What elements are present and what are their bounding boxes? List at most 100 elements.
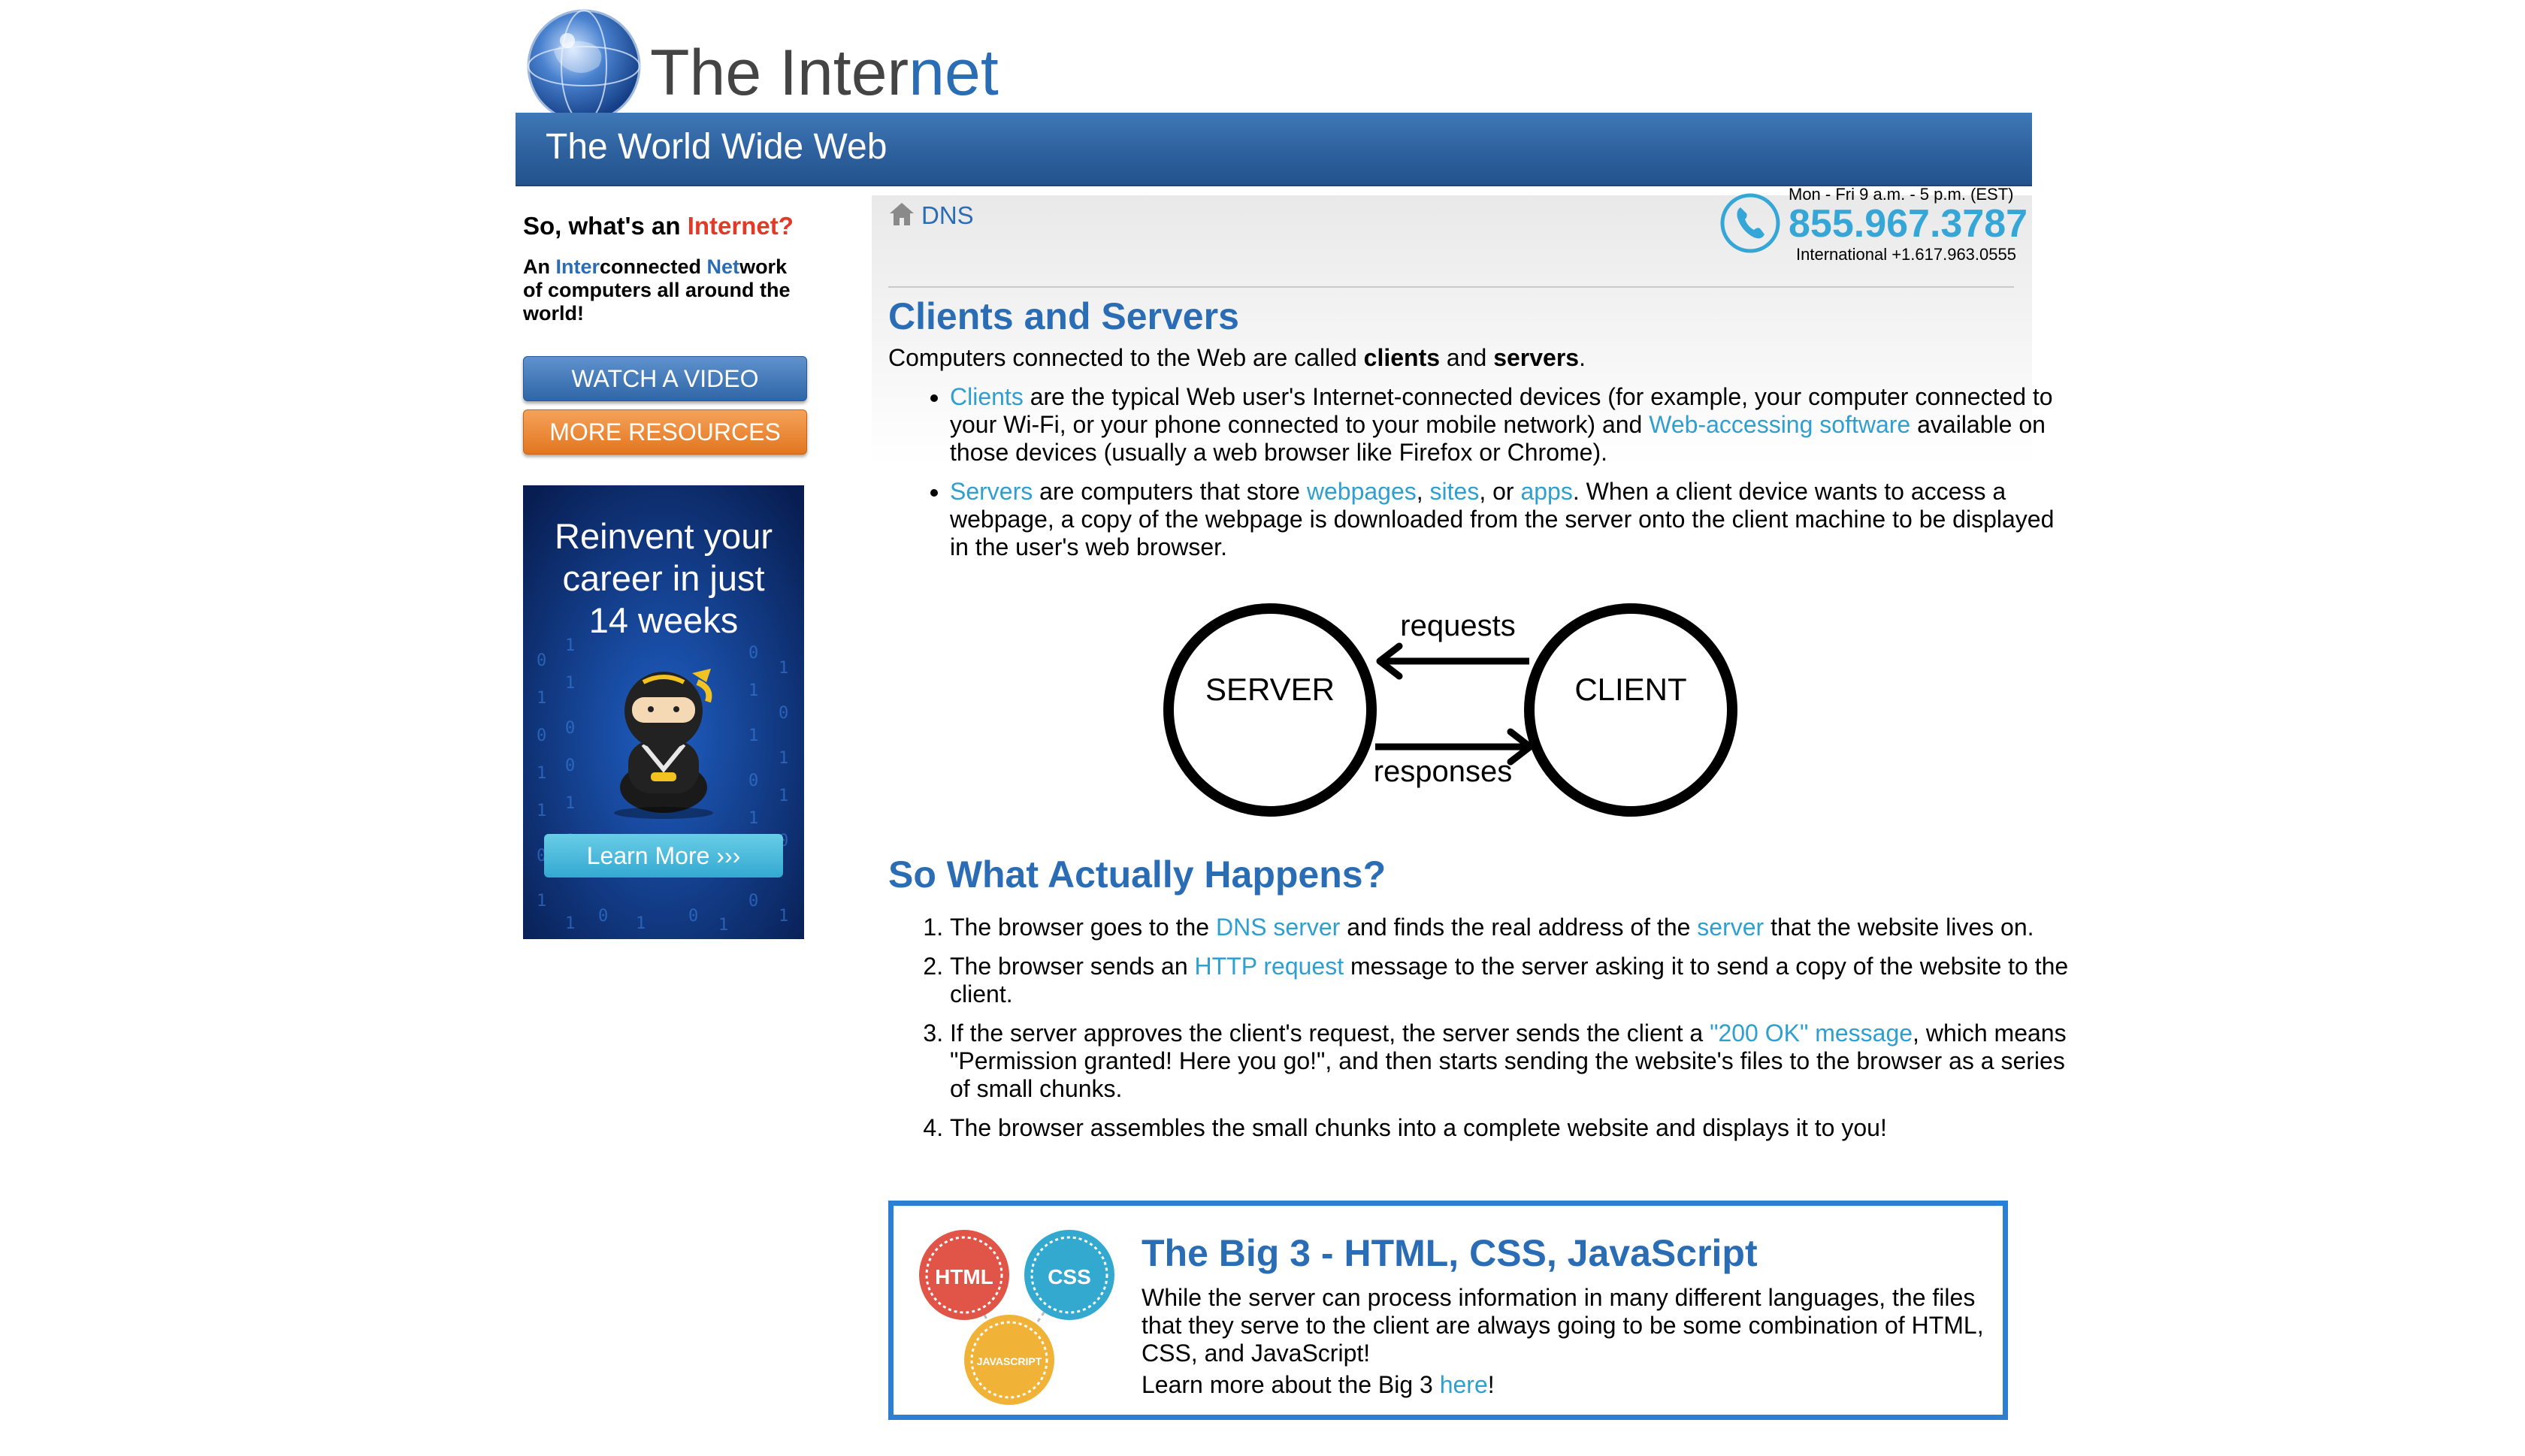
svg-text:1: 1 (779, 659, 788, 678)
css-badge-label: CSS (1048, 1265, 1091, 1288)
list-text: , (1416, 478, 1430, 505)
svg-text:0: 0 (537, 847, 546, 865)
big3-more-text: ! (1487, 1371, 1495, 1398)
svg-text:0: 0 (779, 704, 788, 723)
big3-here-link[interactable]: here (1439, 1371, 1488, 1398)
client-circle (1524, 603, 1737, 817)
svg-text:1: 1 (748, 681, 758, 700)
list-item: The browser goes to the DNS server and f… (950, 914, 2077, 941)
svg-text:1: 1 (537, 689, 546, 708)
list-item: Servers are computers that store webpage… (950, 478, 2077, 561)
intro-text: and (1440, 344, 1494, 371)
responses-label: responses (1374, 755, 1513, 788)
ninja-mascot-icon (614, 669, 713, 819)
section-heading-clients-servers: Clients and Servers (888, 295, 1239, 337)
site-title-prefix: The Inter (650, 37, 909, 109)
svg-text:1: 1 (537, 892, 546, 911)
more-resources-button[interactable]: MORE RESOURCES (523, 409, 807, 455)
list-text: , which means "Permission granted! Here … (950, 1020, 2067, 1102)
site-title-suffix: net (909, 37, 999, 109)
big3-more-text: Learn more about the Big 3 (1142, 1371, 1440, 1398)
svg-text:1: 1 (565, 674, 575, 693)
server-circle (1163, 603, 1377, 817)
svg-text:1: 1 (537, 802, 546, 820)
svg-text:0: 0 (748, 892, 758, 911)
intro-text: Computers connected to the Web are calle… (888, 344, 1364, 371)
list-text: , or (1479, 478, 1521, 505)
svg-text:1: 1 (748, 726, 758, 745)
sidebar-description: An Interconnected Network of computers a… (523, 255, 809, 325)
contact-phone[interactable]: 855.967.3787 (1789, 202, 2028, 246)
site-title[interactable]: The Internet (650, 36, 999, 110)
server-label: SERVER (1205, 672, 1335, 707)
big3-callout: HTML CSS JAVASCRIPT The Big 3 - HTML, CS… (888, 1201, 2008, 1420)
banner-title: The World Wide Web (546, 127, 888, 167)
big3-badges: HTML CSS JAVASCRIPT (919, 1230, 1114, 1405)
client-server-diagram: SERVER CLIENT requests responses (1163, 603, 1737, 817)
svg-text:1: 1 (779, 907, 788, 926)
ad-line: career in just (562, 558, 765, 598)
section-heading-what-happens: So What Actually Happens? (888, 853, 1386, 896)
javascript-badge-icon[interactable]: JAVASCRIPT (964, 1315, 1054, 1405)
list-text: message to the server asking it to send … (950, 953, 2069, 1007)
apps-link[interactable]: apps (1520, 478, 1573, 505)
svg-text:0: 0 (748, 772, 758, 790)
ad-headline: Reinvent your career in just 14 weeks (523, 515, 804, 642)
list-text: The browser goes to the (950, 914, 1216, 941)
web-software-link[interactable]: Web-accessing software (1649, 411, 1911, 438)
list-text: The browser sends an (950, 953, 1195, 980)
svg-text:0: 0 (537, 726, 546, 745)
breadcrumb[interactable]: DNS (888, 201, 974, 230)
html-badge-icon[interactable]: HTML (919, 1230, 1009, 1320)
divider (888, 286, 2014, 288)
big3-text: While the server can process information… (1142, 1284, 1984, 1367)
svg-text:1: 1 (565, 794, 575, 813)
requests-arrow (1376, 642, 1529, 680)
svg-text:0: 0 (565, 719, 575, 738)
svg-text:0: 0 (598, 907, 608, 926)
contact-hours: Mon - Fri 9 a.m. - 5 p.m. (EST) (1789, 185, 2014, 204)
svg-text:1: 1 (779, 749, 788, 768)
steps-list: The browser goes to the DNS server and f… (888, 914, 2077, 1153)
topic-banner: The World Wide Web (516, 113, 2032, 186)
servers-link[interactable]: Servers (950, 478, 1033, 505)
http-request-link[interactable]: HTTP request (1194, 953, 1344, 980)
client-label: CLIENT (1574, 672, 1686, 707)
clients-link[interactable]: Clients (950, 383, 1024, 410)
desc-part: work of computers all around the world! (523, 255, 791, 325)
list-text: available on those devices (usually a we… (950, 411, 2046, 466)
content-header-background (872, 195, 2032, 466)
desc-part: An (523, 255, 556, 278)
list-item: If the server approves the client's requ… (950, 1020, 2077, 1103)
ad-line: 14 weeks (588, 600, 739, 640)
big3-learn-more: Learn more about the Big 3 here! (1142, 1371, 1495, 1399)
svg-text:0: 0 (688, 907, 698, 926)
sidebar-question-highlight: Internet? (687, 212, 794, 240)
sidebar-question-text: So, what's an (523, 212, 688, 240)
contact-international: International +1.617.963.0555 (1796, 245, 2016, 264)
200-ok-link[interactable]: "200 OK" message (1710, 1020, 1913, 1047)
responses-arrow (1375, 728, 1534, 766)
requests-label: requests (1400, 609, 1515, 642)
breadcrumb-link[interactable]: DNS (921, 201, 974, 229)
css-badge-icon[interactable]: CSS (1024, 1230, 1114, 1320)
intro-bold: servers (1493, 344, 1580, 371)
list-text: . When a client device wants to access a… (950, 478, 2055, 560)
list-item: The browser assembles the small chunks i… (950, 1114, 2077, 1142)
html-badge-label: HTML (935, 1265, 993, 1288)
home-icon[interactable] (888, 201, 915, 227)
webpages-link[interactable]: webpages (1306, 478, 1417, 505)
clients-servers-list: Clients are the typical Web user's Inter… (888, 383, 2077, 572)
ad-line: Reinvent your (555, 516, 773, 556)
svg-text:0: 0 (565, 757, 575, 775)
dns-server-link[interactable]: DNS server (1215, 914, 1341, 941)
svg-text:1: 1 (565, 914, 575, 933)
svg-text:1: 1 (748, 809, 758, 828)
globe-logo-icon[interactable] (524, 6, 644, 126)
learn-more-button[interactable]: Learn More ››› (544, 834, 783, 878)
watch-video-button[interactable]: WATCH A VIDEO (523, 356, 807, 401)
sites-link[interactable]: sites (1429, 478, 1480, 505)
server-link[interactable]: server (1697, 914, 1764, 941)
